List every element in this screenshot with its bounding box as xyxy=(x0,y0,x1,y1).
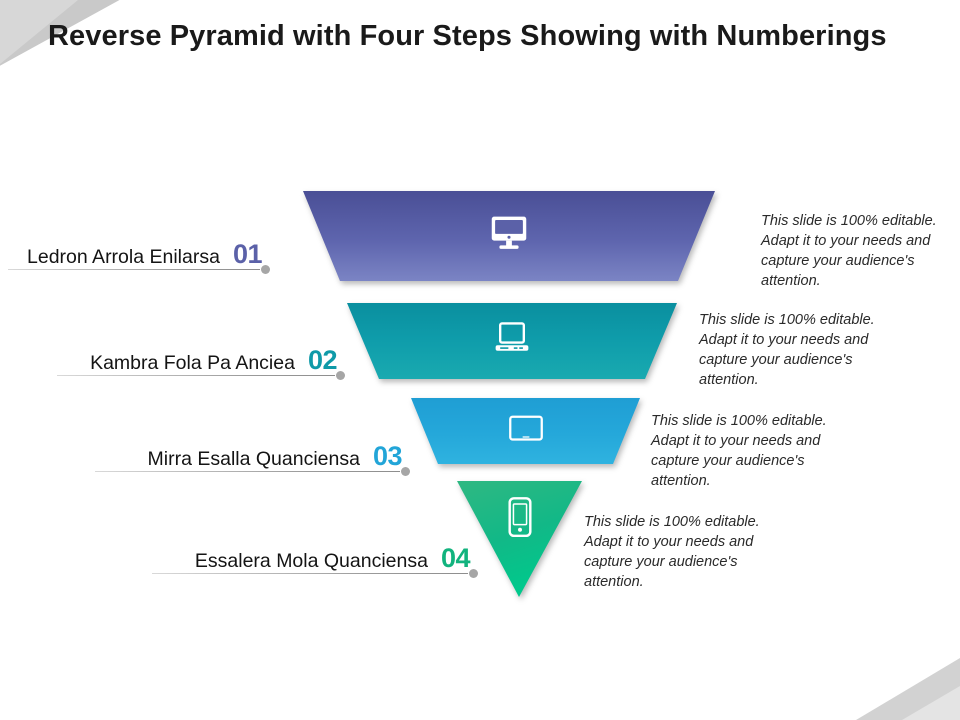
step-label-group-2[interactable]: Kambra Fola Pa Anciea 02 xyxy=(57,328,345,380)
funnel-band-3[interactable] xyxy=(411,398,640,464)
step-label-wrap-3: Mirra Esalla Quanciensa 03 xyxy=(95,441,410,472)
funnel-band-4[interactable] xyxy=(457,481,582,597)
step-number-3: 03 xyxy=(372,441,403,471)
step-label-text-4: Essalera Mola Quanciensa xyxy=(194,550,428,572)
funnel-band-1[interactable] xyxy=(303,191,715,281)
step-rule-line-3 xyxy=(95,471,400,472)
step-label-wrap-1: Ledron Arrola Enilarsa 01 xyxy=(8,239,270,270)
step-label-text-3: Mirra Esalla Quanciensa xyxy=(147,448,360,470)
step-rule-dot-4 xyxy=(469,569,478,578)
step-rule-4 xyxy=(152,569,478,578)
funnel-band-shape-3 xyxy=(411,398,640,464)
funnel-band-shape-2 xyxy=(347,303,677,379)
step-label-group-4[interactable]: Essalera Mola Quanciensa 04 xyxy=(152,526,478,578)
page-title: Reverse Pyramid with Four Steps Showing … xyxy=(48,20,887,52)
step-label-group-1[interactable]: Ledron Arrola Enilarsa 01 xyxy=(8,222,270,274)
step-label-text-1: Ledron Arrola Enilarsa xyxy=(27,246,220,268)
step-number-4: 04 xyxy=(440,543,471,573)
step-number-1: 01 xyxy=(232,239,263,269)
step-description-4: This slide is 100% editable. Adapt it to… xyxy=(584,514,760,590)
step-rule-dot-3 xyxy=(401,467,410,476)
step-rule-line-2 xyxy=(57,375,335,376)
step-label-wrap-2: Kambra Fola Pa Anciea 02 xyxy=(57,345,345,376)
step-label-text-2: Kambra Fola Pa Anciea xyxy=(90,352,295,374)
funnel-band-2[interactable] xyxy=(347,303,677,379)
step-rule-line-1 xyxy=(8,269,260,270)
step-rule-dot-1 xyxy=(261,265,270,274)
step-rule-line-4 xyxy=(152,573,468,574)
step-number-2: 02 xyxy=(307,345,338,375)
step-description-3: This slide is 100% editable. Adapt it to… xyxy=(651,413,827,489)
step-rule-2 xyxy=(57,371,345,380)
step-rule-3 xyxy=(95,467,410,476)
step-rule-dot-2 xyxy=(336,371,345,380)
step-description-1: This slide is 100% editable. Adapt it to… xyxy=(761,213,937,289)
step-label-wrap-4: Essalera Mola Quanciensa 04 xyxy=(152,543,478,574)
funnel-band-shape-1 xyxy=(303,191,715,281)
step-label-group-3[interactable]: Mirra Esalla Quanciensa 03 xyxy=(95,424,410,476)
step-description-2: This slide is 100% editable. Adapt it to… xyxy=(699,312,875,388)
step-rule-1 xyxy=(8,265,270,274)
funnel-band-shape-4 xyxy=(457,481,582,597)
